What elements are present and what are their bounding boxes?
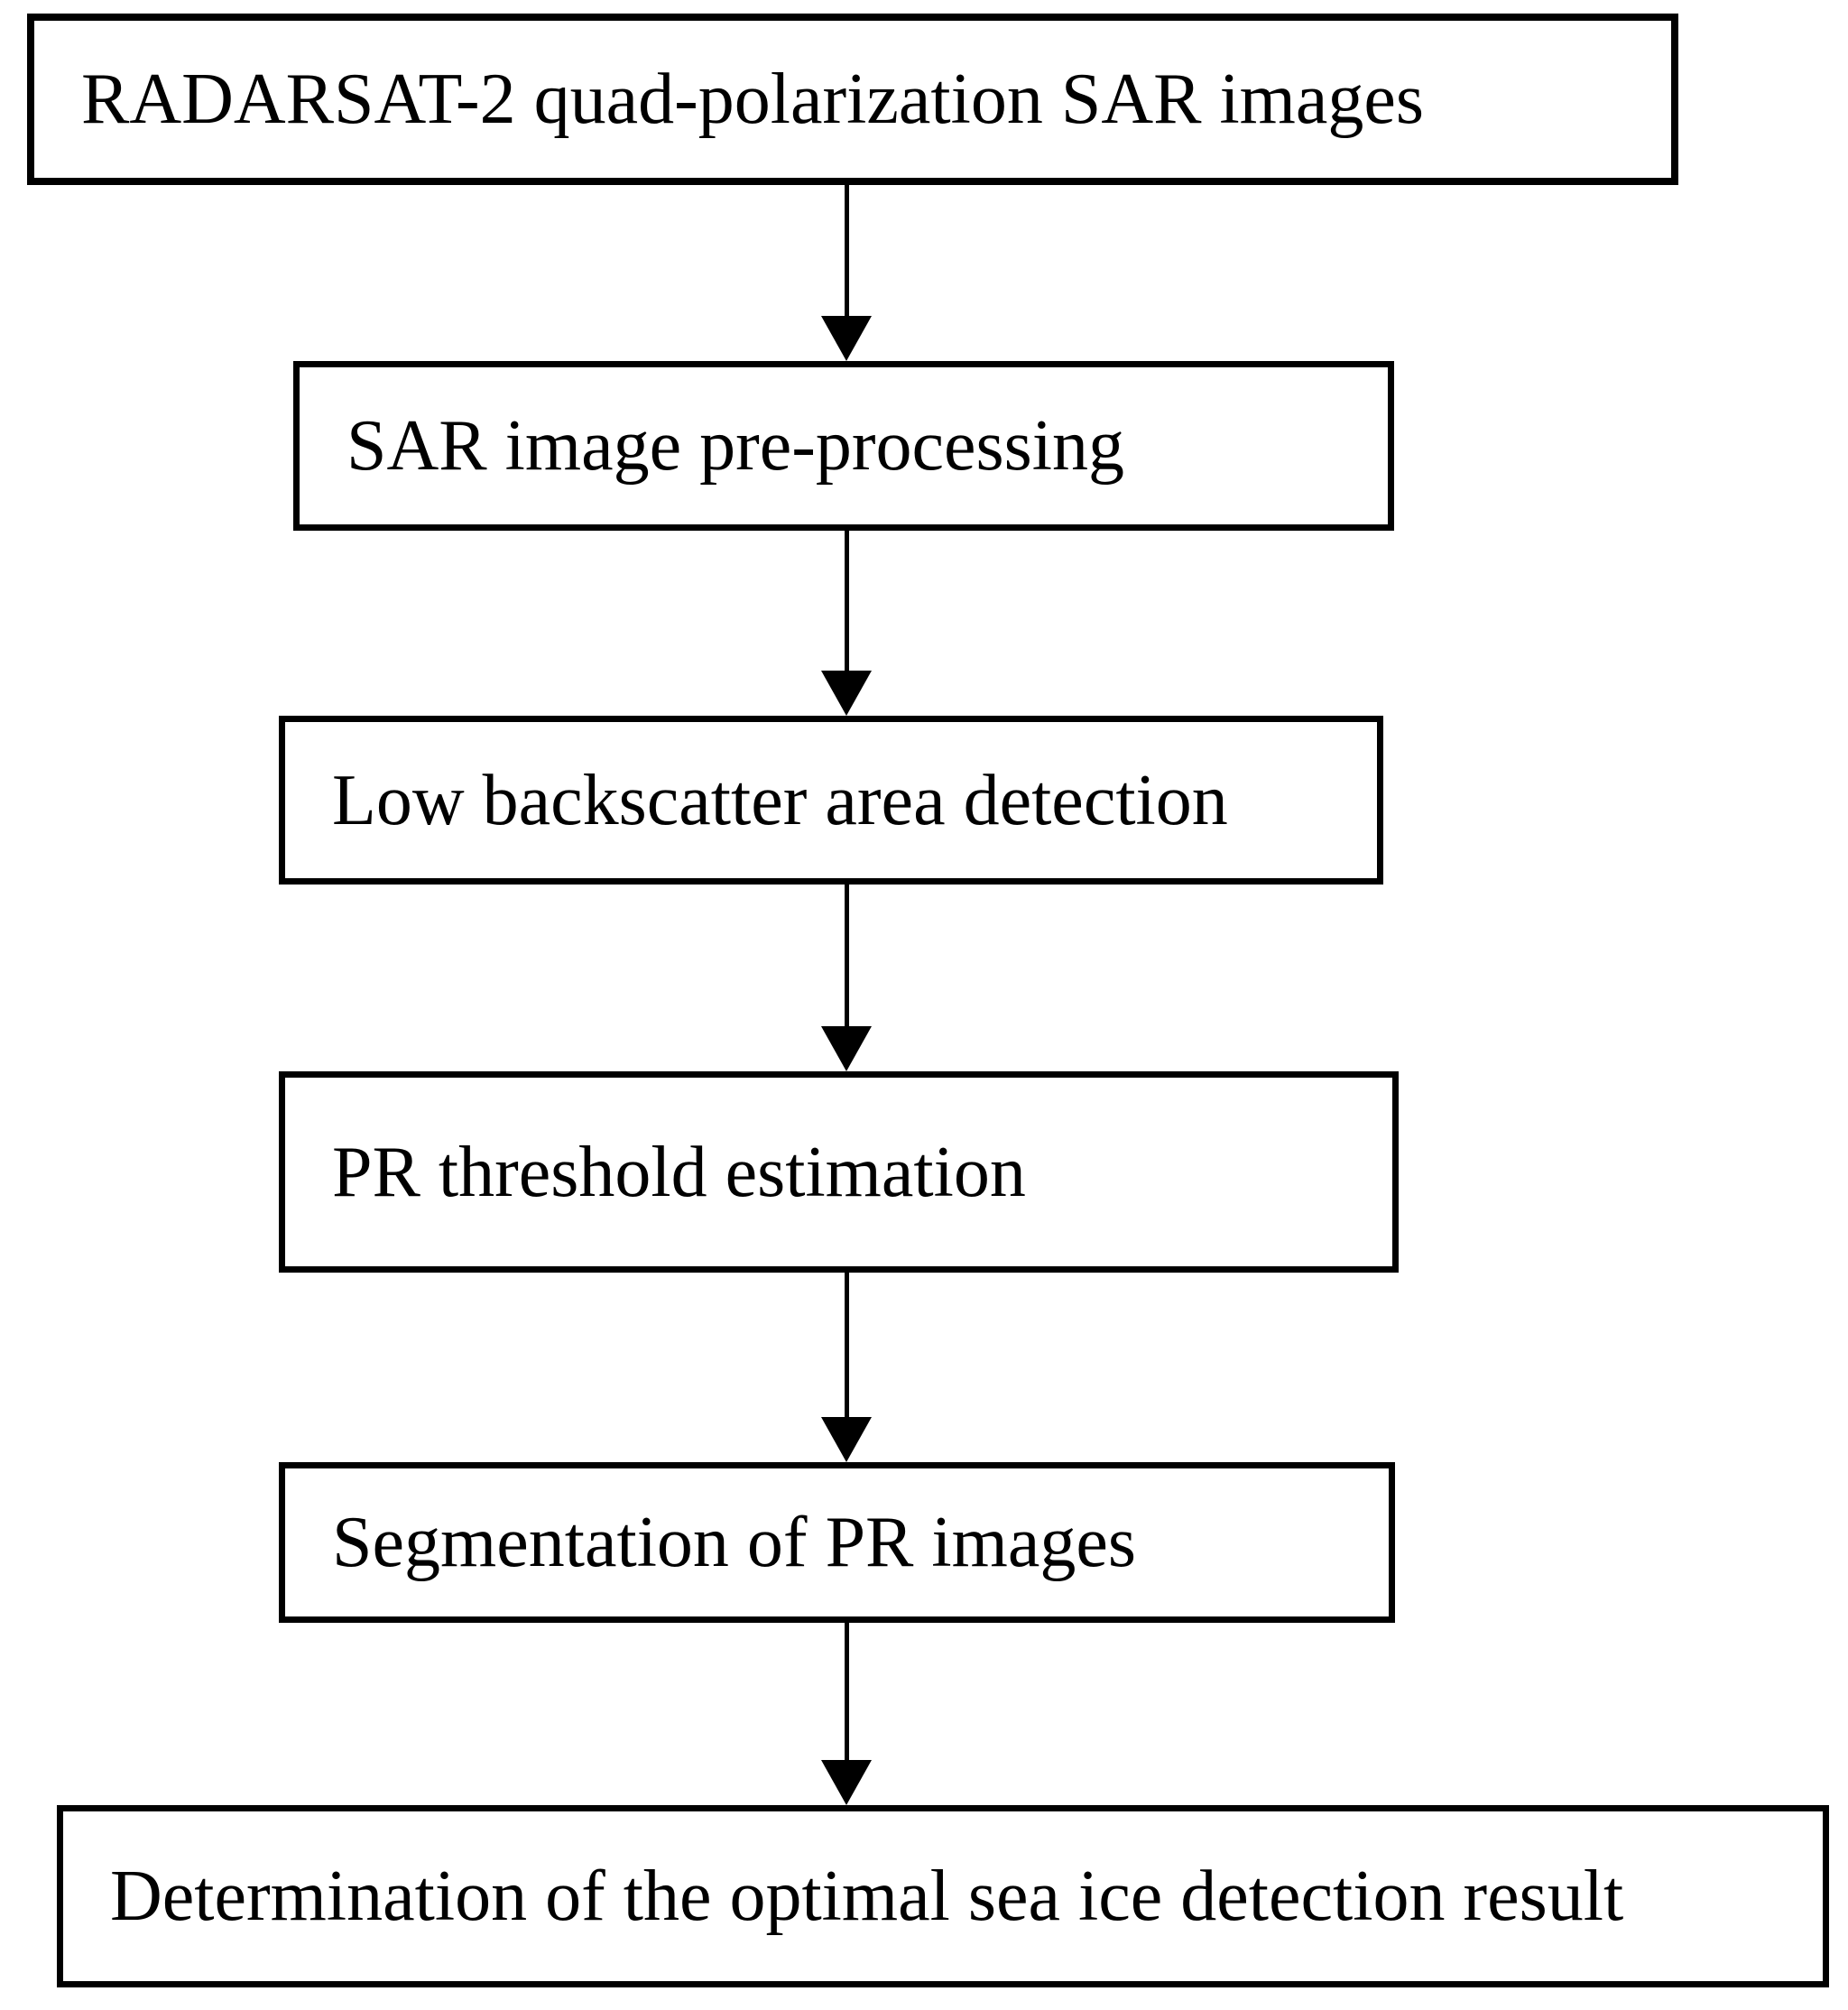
arrow-down-icon: [821, 1026, 872, 1071]
flow-connector-3: [821, 885, 872, 1071]
arrow-line: [844, 1623, 849, 1760]
flow-node-label: RADARSAT-2 quad-polarization SAR images: [81, 60, 1425, 139]
arrow-line: [844, 531, 849, 671]
flow-connector-5: [821, 1623, 872, 1805]
flow-node-low-backscatter: Low backscatter area detection: [279, 716, 1383, 885]
arrow-down-icon: [821, 671, 872, 716]
arrow-down-icon: [821, 316, 872, 361]
flow-node-pr-threshold: PR threshold estimation: [279, 1071, 1399, 1273]
flow-node-segmentation: Segmentation of PR images: [279, 1462, 1395, 1623]
flow-connector-1: [821, 185, 872, 361]
arrow-down-icon: [821, 1760, 872, 1805]
flow-node-input-images: RADARSAT-2 quad-polarization SAR images: [27, 14, 1678, 185]
flow-node-final-determination: Determination of the optimal sea ice det…: [57, 1805, 1829, 1987]
flow-connector-2: [821, 531, 872, 716]
arrow-line: [844, 1273, 849, 1417]
flow-node-label: Segmentation of PR images: [332, 1503, 1137, 1582]
flow-node-label: PR threshold estimation: [332, 1132, 1026, 1212]
flow-node-label: SAR image pre-processing: [346, 406, 1125, 486]
arrow-line: [844, 885, 849, 1026]
arrow-down-icon: [821, 1417, 872, 1462]
flow-connector-4: [821, 1273, 872, 1462]
arrow-line: [844, 185, 849, 316]
flow-node-pre-processing: SAR image pre-processing: [293, 361, 1394, 531]
flow-node-label: Determination of the optimal sea ice det…: [110, 1857, 1624, 1936]
flow-node-label: Low backscatter area detection: [332, 760, 1228, 840]
